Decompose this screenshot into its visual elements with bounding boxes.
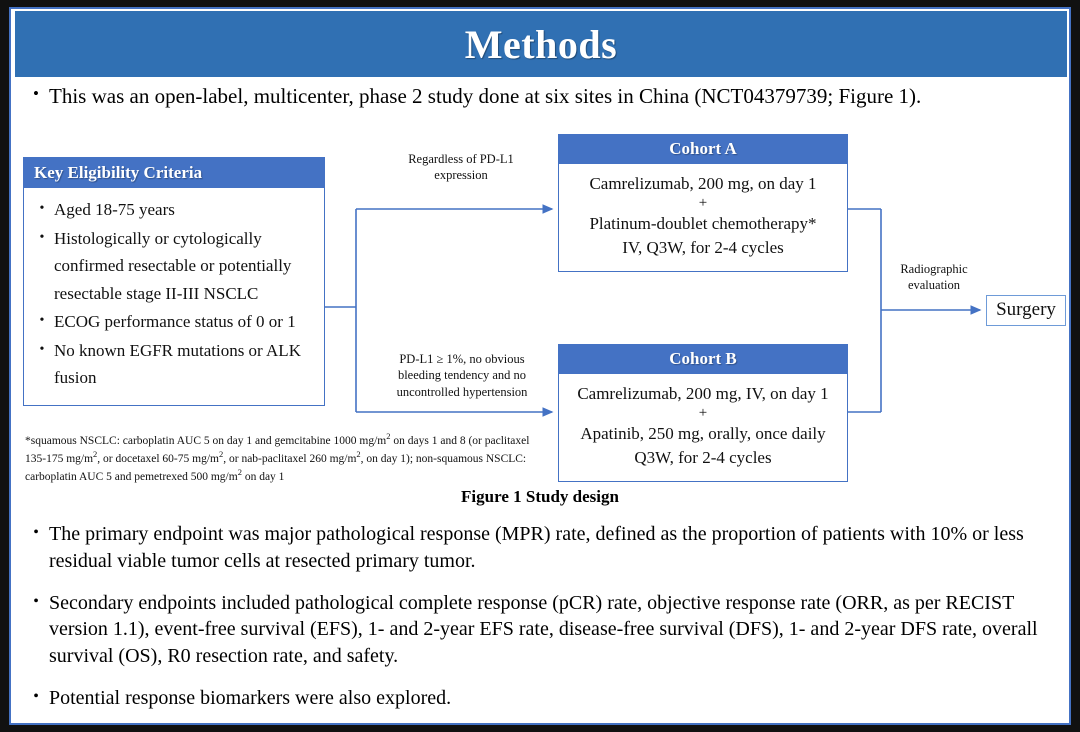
bullet-marker-icon: • [39,229,45,245]
footnote-part: , or docetaxel 60-75 mg/m [97,452,219,465]
cohort-a-box: Cohort A Camrelizumab, 200 mg, on day 1 … [558,134,848,273]
list-item: • Secondary endpoints included pathologi… [23,590,1059,670]
cohort-b-header: Cohort B [559,345,847,374]
slide-inner-frame: Methods • This was an open-label, multic… [9,7,1071,725]
footnote-part: *squamous NSCLC: carboplatin AUC 5 on da… [25,434,387,447]
cohort-b-line-1: Camrelizumab, 200 mg, IV, on day 1 [577,384,829,403]
bullet-marker-icon: • [39,341,45,357]
footnote-sup: 2 [237,467,242,478]
list-item: • ECOG performance status of 0 or 1 [30,308,316,336]
list-item: • Aged 18-75 years [30,196,316,224]
footnote-part: , or nab-paclitaxel 260 mg/m [223,452,357,465]
cohort-b-line-3: Q3W, for 2-4 cycles [634,448,772,467]
primary-endpoint-text: The primary endpoint was major pathologi… [49,523,1024,572]
eligibility-item-text: ECOG performance status of 0 or 1 [54,312,296,332]
branch-label-bottom: PD-L1 ≥ 1%, no obvious bleeding tendency… [396,352,528,399]
intro-bullet-text: This was an open-label, multicenter, pha… [49,84,922,108]
footnote-part: on day 1 [241,471,285,484]
bullet-marker-icon: • [33,592,39,610]
cohort-a-plus: + [698,195,708,212]
eligibility-item-text: Histologically or cytologically confirme… [54,228,292,303]
intro-bullet: • This was an open-label, multicenter, p… [23,83,1063,109]
bullet-marker-icon: • [39,201,45,216]
endpoints-bullet-list: • The primary endpoint was major patholo… [23,521,1059,725]
cohort-b-body: Camrelizumab, 200 mg, IV, on day 1 + Apa… [559,374,847,481]
cohort-a-line-2: Platinum-doublet chemotherapy* [589,213,817,233]
cohort-b-line-2: Apatinib, 250 mg, orally, once daily [580,423,826,443]
footnote-part: on days 1 and 8 (or paclitaxel 135-175 m… [25,434,530,465]
list-item: • Histologically or cytologically confir… [30,225,316,308]
chemo-regimen-footnote: *squamous NSCLC: carboplatin AUC 5 on da… [25,431,550,485]
cohort-a-line-1: Camrelizumab, 200 mg, on day 1 [589,174,817,193]
footnote-sup: 2 [356,449,361,460]
cohort-a-line-3: IV, Q3W, for 2-4 cycles [622,238,784,257]
biomarkers-text: Potential response biomarkers were also … [49,686,452,709]
eligibility-header: Key Eligibility Criteria [24,158,324,188]
secondary-endpoint-text: Secondary endpoints included pathologica… [49,591,1038,668]
page-title: Methods [464,21,618,67]
radiographic-evaluation-label: Radiographic evaluation [900,262,968,293]
footnote-sup: 2 [218,449,224,460]
bullet-marker-icon: • [33,524,39,541]
bullet-marker-icon: • [33,84,39,103]
eligibility-item-text: No known EGFR mutations or ALK fusion [54,340,301,388]
branch-label-top: Regardless of PD-L1 expression [408,152,514,183]
cohort-b-plus: + [698,405,708,422]
cohort-b-box: Cohort B Camrelizumab, 200 mg, IV, on da… [558,344,848,483]
study-design-diagram: Key Eligibility Criteria • Aged 18-75 ye… [11,119,1071,499]
list-item: • Potential response biomarkers were als… [23,685,1059,712]
bullet-marker-icon: • [39,313,45,329]
eligibility-list: • Aged 18-75 years • Histologically or c… [24,188,324,405]
footnote-sup: 2 [386,431,391,441]
cohort-a-body: Camrelizumab, 200 mg, on day 1 + Platinu… [559,164,847,271]
cohort-a-header: Cohort A [559,135,847,164]
bullet-marker-icon: • [33,687,39,705]
figure-caption: Figure 1 Study design [461,487,619,506]
list-item: • The primary endpoint was major patholo… [23,521,1059,575]
eligibility-criteria-box: Key Eligibility Criteria • Aged 18-75 ye… [23,157,325,406]
list-item: • No known EGFR mutations or ALK fusion [30,337,316,392]
slide-title-bar: Methods [15,11,1067,77]
eligibility-item-text: Aged 18-75 years [54,200,175,219]
footnote-sup: 2 [93,449,98,460]
footnote-part: , on day 1); non-squamous NSCLC: carbopl… [25,452,527,484]
surgery-box: Surgery [986,295,1066,326]
